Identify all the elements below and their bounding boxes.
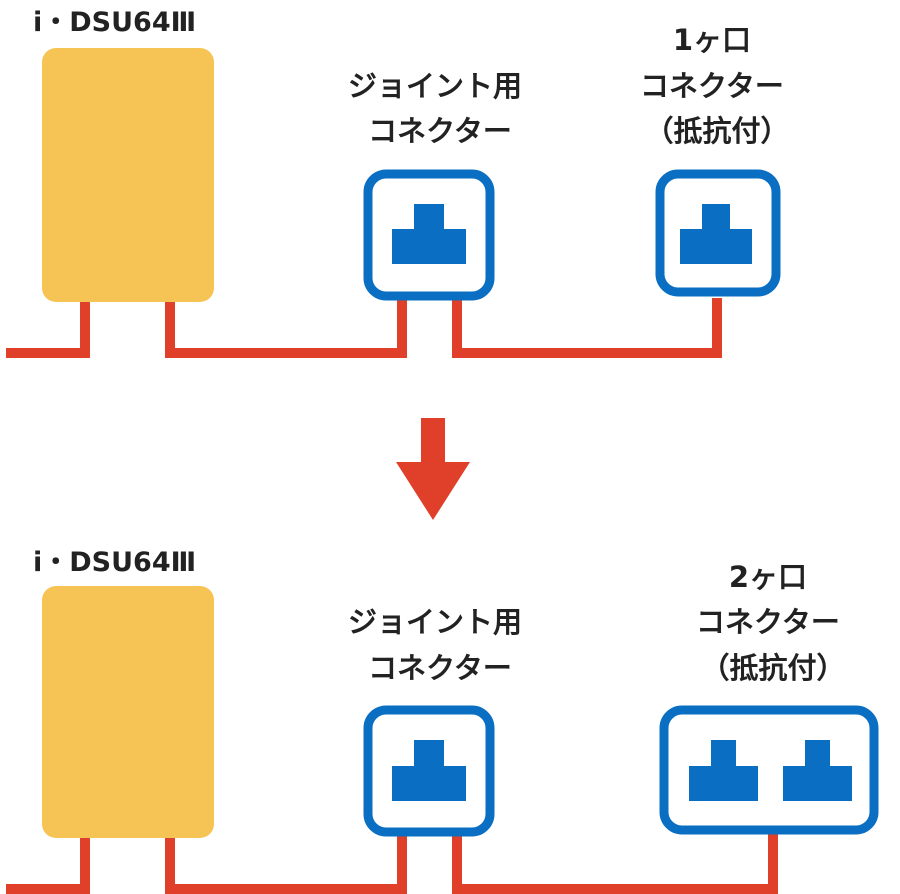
after-device-box	[42, 586, 214, 838]
after-joint-label-line2: コネクター	[368, 651, 512, 685]
after-section: i・DSU64Ⅲ ジョイント用 コネクター 2ヶ口 コネクター （抵抗付）	[6, 547, 879, 894]
before-wire-device-to-joint	[165, 298, 407, 358]
before-wires	[6, 298, 722, 358]
before-end-port-icon	[680, 204, 752, 264]
before-wire-left	[6, 302, 90, 358]
before-joint-label-line2: コネクター	[368, 114, 512, 148]
after-wire-left	[6, 838, 90, 894]
after-joint-label-line1: ジョイント用	[348, 605, 522, 639]
after-end-label: 2ヶ口 コネクター （抵抗付）	[696, 560, 850, 685]
before-end-label-line3: （抵抗付）	[644, 114, 789, 148]
after-end-port-icon-left	[689, 740, 758, 801]
after-joint-label: ジョイント用 コネクター	[348, 605, 532, 685]
before-section: i・DSU64Ⅲ ジョイント用 コネクター 1ヶ口 コネクター （抵抗付）	[6, 7, 794, 358]
before-end-label-line1: 1ヶ口	[673, 23, 751, 57]
before-device-box	[42, 48, 214, 302]
after-wire-device-to-joint	[165, 834, 407, 894]
after-wire-joint-to-end	[452, 832, 778, 894]
after-end-label-line2: コネクター	[696, 605, 840, 639]
down-arrow-icon	[396, 418, 470, 520]
after-wires	[6, 832, 778, 894]
after-end-label-line3: （抵抗付）	[700, 651, 845, 685]
before-joint-label: ジョイント用 コネクター	[348, 69, 532, 148]
after-joint-port-icon	[392, 740, 466, 801]
before-wire-joint-to-end	[452, 298, 722, 358]
after-end-connector	[659, 705, 879, 835]
before-end-connector	[655, 169, 781, 297]
after-joint-connector	[363, 705, 495, 837]
before-end-label-line2: コネクター	[640, 69, 784, 103]
before-joint-connector	[363, 169, 495, 301]
before-joint-port-icon	[392, 204, 466, 264]
before-device-label: i・DSU64Ⅲ	[33, 7, 196, 38]
before-joint-label-line1: ジョイント用	[348, 69, 522, 103]
before-end-label: 1ヶ口 コネクター （抵抗付）	[640, 23, 794, 148]
after-end-label-line1: 2ヶ口	[729, 560, 807, 594]
after-device-label: i・DSU64Ⅲ	[33, 547, 196, 578]
after-end-port-icon-right	[783, 740, 852, 801]
